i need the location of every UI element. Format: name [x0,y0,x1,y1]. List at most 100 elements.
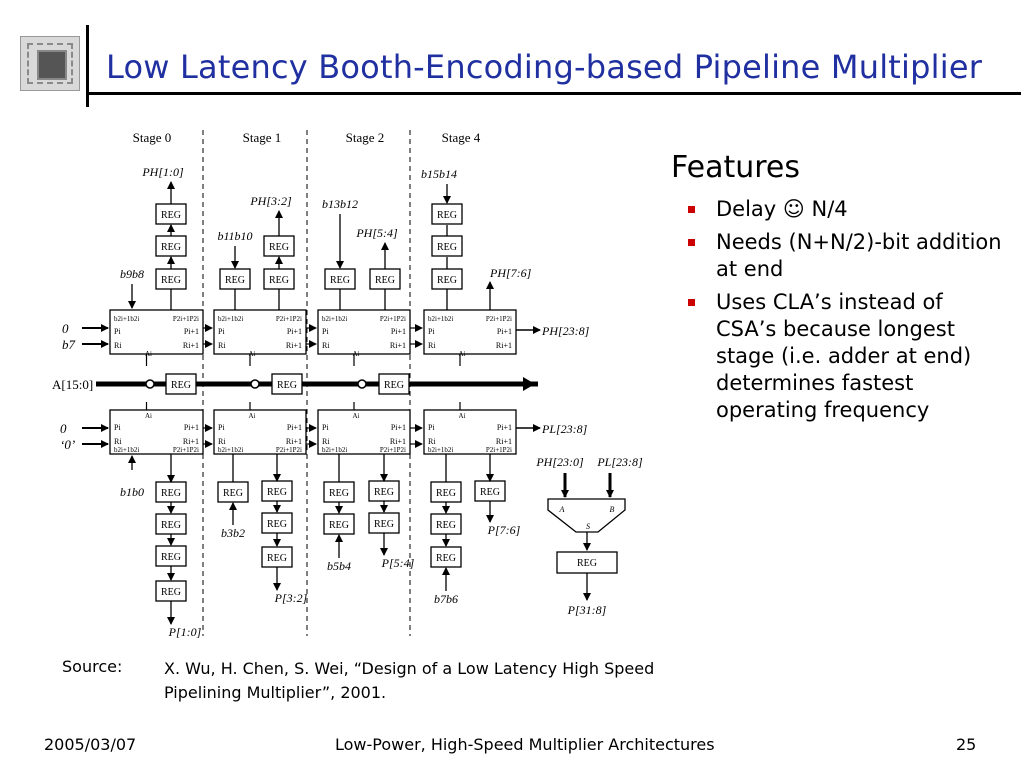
cell-port-label: Ri [114,341,122,350]
cell-port-label: P2i+1P2i [380,446,406,454]
bullet-cla: Uses CLA’s instead of CSA’s because long… [688,289,1006,424]
a-bus-label: A[15:0] [52,377,93,392]
cell-port-label: Ri+1 [286,437,302,446]
cell-port-label: Ri+1 [390,341,406,350]
partial-product-output-label: PH[3:2] [249,194,292,208]
register-label: REG [269,242,289,253]
register-label: REG [269,275,289,286]
right-output-label: PL[23:8] [541,422,588,436]
adder-input-label: PH[23:0] [535,455,584,469]
cell-port-label: Ai [145,412,152,420]
source-label: Source: [62,657,123,676]
cell-port-label: Pi+1 [184,327,199,336]
register-label: REG [161,275,181,286]
booth-cell [317,409,411,455]
register-label: REG [374,487,394,498]
stage-header: Stage 0 [133,130,172,145]
stage-header: Stage 2 [346,130,385,145]
b-input-label: b15b14 [421,167,457,181]
cell-port-label: Pi+1 [497,327,512,336]
cell-port-label: Ri+1 [286,341,302,350]
register-label: REG [437,210,457,221]
bullet-delay: Delay ☺ N/4 [688,196,1006,223]
bus-junction [145,379,155,389]
cell-port-label: b2i+1b2i [322,315,347,323]
features-heading: Features [671,150,800,185]
footer-page-number: 25 [956,735,977,754]
partial-product-output-label: P[1:0] [168,625,202,639]
b-input-label: b1b0 [120,485,144,499]
cell-port-label: Pi+1 [497,423,512,432]
cell-port-label: P2i+1P2i [276,315,302,323]
a-bus-arrowhead [523,377,535,391]
booth-cell [109,309,204,355]
register-label: REG [277,380,297,391]
a-register [271,373,303,395]
cell-port-label: P2i+1P2i [173,315,199,323]
source-citation: X. Wu, H. Chen, S. Wei, “Design of a Low… [164,659,655,702]
cell-port-label: Pi [114,423,121,432]
right-output-label: PH[23:8] [541,324,590,338]
booth-cell [423,309,517,355]
bullet-marker [688,206,695,213]
register-label: REG [436,520,456,531]
register-label: REG [437,242,457,253]
slide-logo [20,36,80,91]
cell-port-label: Ri+1 [390,437,406,446]
register-label: REG [375,275,395,286]
register-label: REG [161,210,181,221]
bullet-addition: Needs (N+N/2)-bit addition at end [688,229,1006,283]
cell-port-label: Ai [459,412,466,420]
register-label: REG [374,519,394,530]
register-label: REG [161,520,181,531]
register-label: REG [267,553,287,564]
cell-port-label: Pi [428,423,435,432]
left-input-label: ‘0’ [60,437,75,452]
cell-port-label: P2i+1P2i [276,446,302,454]
smiley-icon: ☺ [782,197,805,221]
partial-product-output-label: PH[7:6] [489,266,532,280]
partial-product-output-label: P[5:4] [381,556,415,570]
adder-input-label: PL[23:8] [596,455,643,469]
cell-port-label: Pi+1 [184,423,199,432]
cell-port-label: Pi [428,327,435,336]
register-label: REG [161,488,181,499]
features-list: Delay ☺ N/4 Needs (N+N/2)-bit addition a… [688,196,1006,430]
register-label: REG [480,487,500,498]
left-input-label: b7 [62,337,76,352]
cell-port-label: P2i+1P2i [173,446,199,454]
b-input-label: b7b6 [434,592,458,606]
cell-port-label: b2i+1b2i [322,446,347,454]
cell-port-label: Ri+1 [496,341,512,350]
register-label: REG [171,380,191,391]
cell-port-label: Ri+1 [496,437,512,446]
adder-port-label: S [586,522,590,531]
cell-port-label: Pi [322,423,329,432]
register-label: REG [223,488,243,499]
partial-product-output-label: PH[5:4] [355,226,398,240]
cell-port-label: Pi+1 [287,423,302,432]
title-divider-horizontal [86,92,1021,95]
cell-port-label: Ri [114,437,122,446]
cell-port-label: Pi [218,423,225,432]
b-input-label: b9b8 [120,267,144,281]
a-register [165,373,197,395]
register-label: REG [437,275,457,286]
adder-shape [547,498,626,533]
bullet-marker [688,299,695,306]
cell-port-label: Pi [218,327,225,336]
cell-port-label: b2i+1b2i [218,446,243,454]
slide-title: Low Latency Booth-Encoding-based Pipelin… [106,48,983,86]
partial-product-output-label: P[3:2] [274,591,308,605]
cell-port-label: b2i+1b2i [428,446,453,454]
cell-port-label: P2i+1P2i [486,315,512,323]
booth-cell [317,309,411,355]
bullet-marker [688,239,695,246]
register-label: REG [330,275,350,286]
b-input-label: b11b10 [217,229,252,243]
register-label: REG [161,587,181,598]
cell-port-label: Ai [353,412,360,420]
register-label: REG [329,520,349,531]
partial-product-output-label: P[7:6] [487,523,521,537]
